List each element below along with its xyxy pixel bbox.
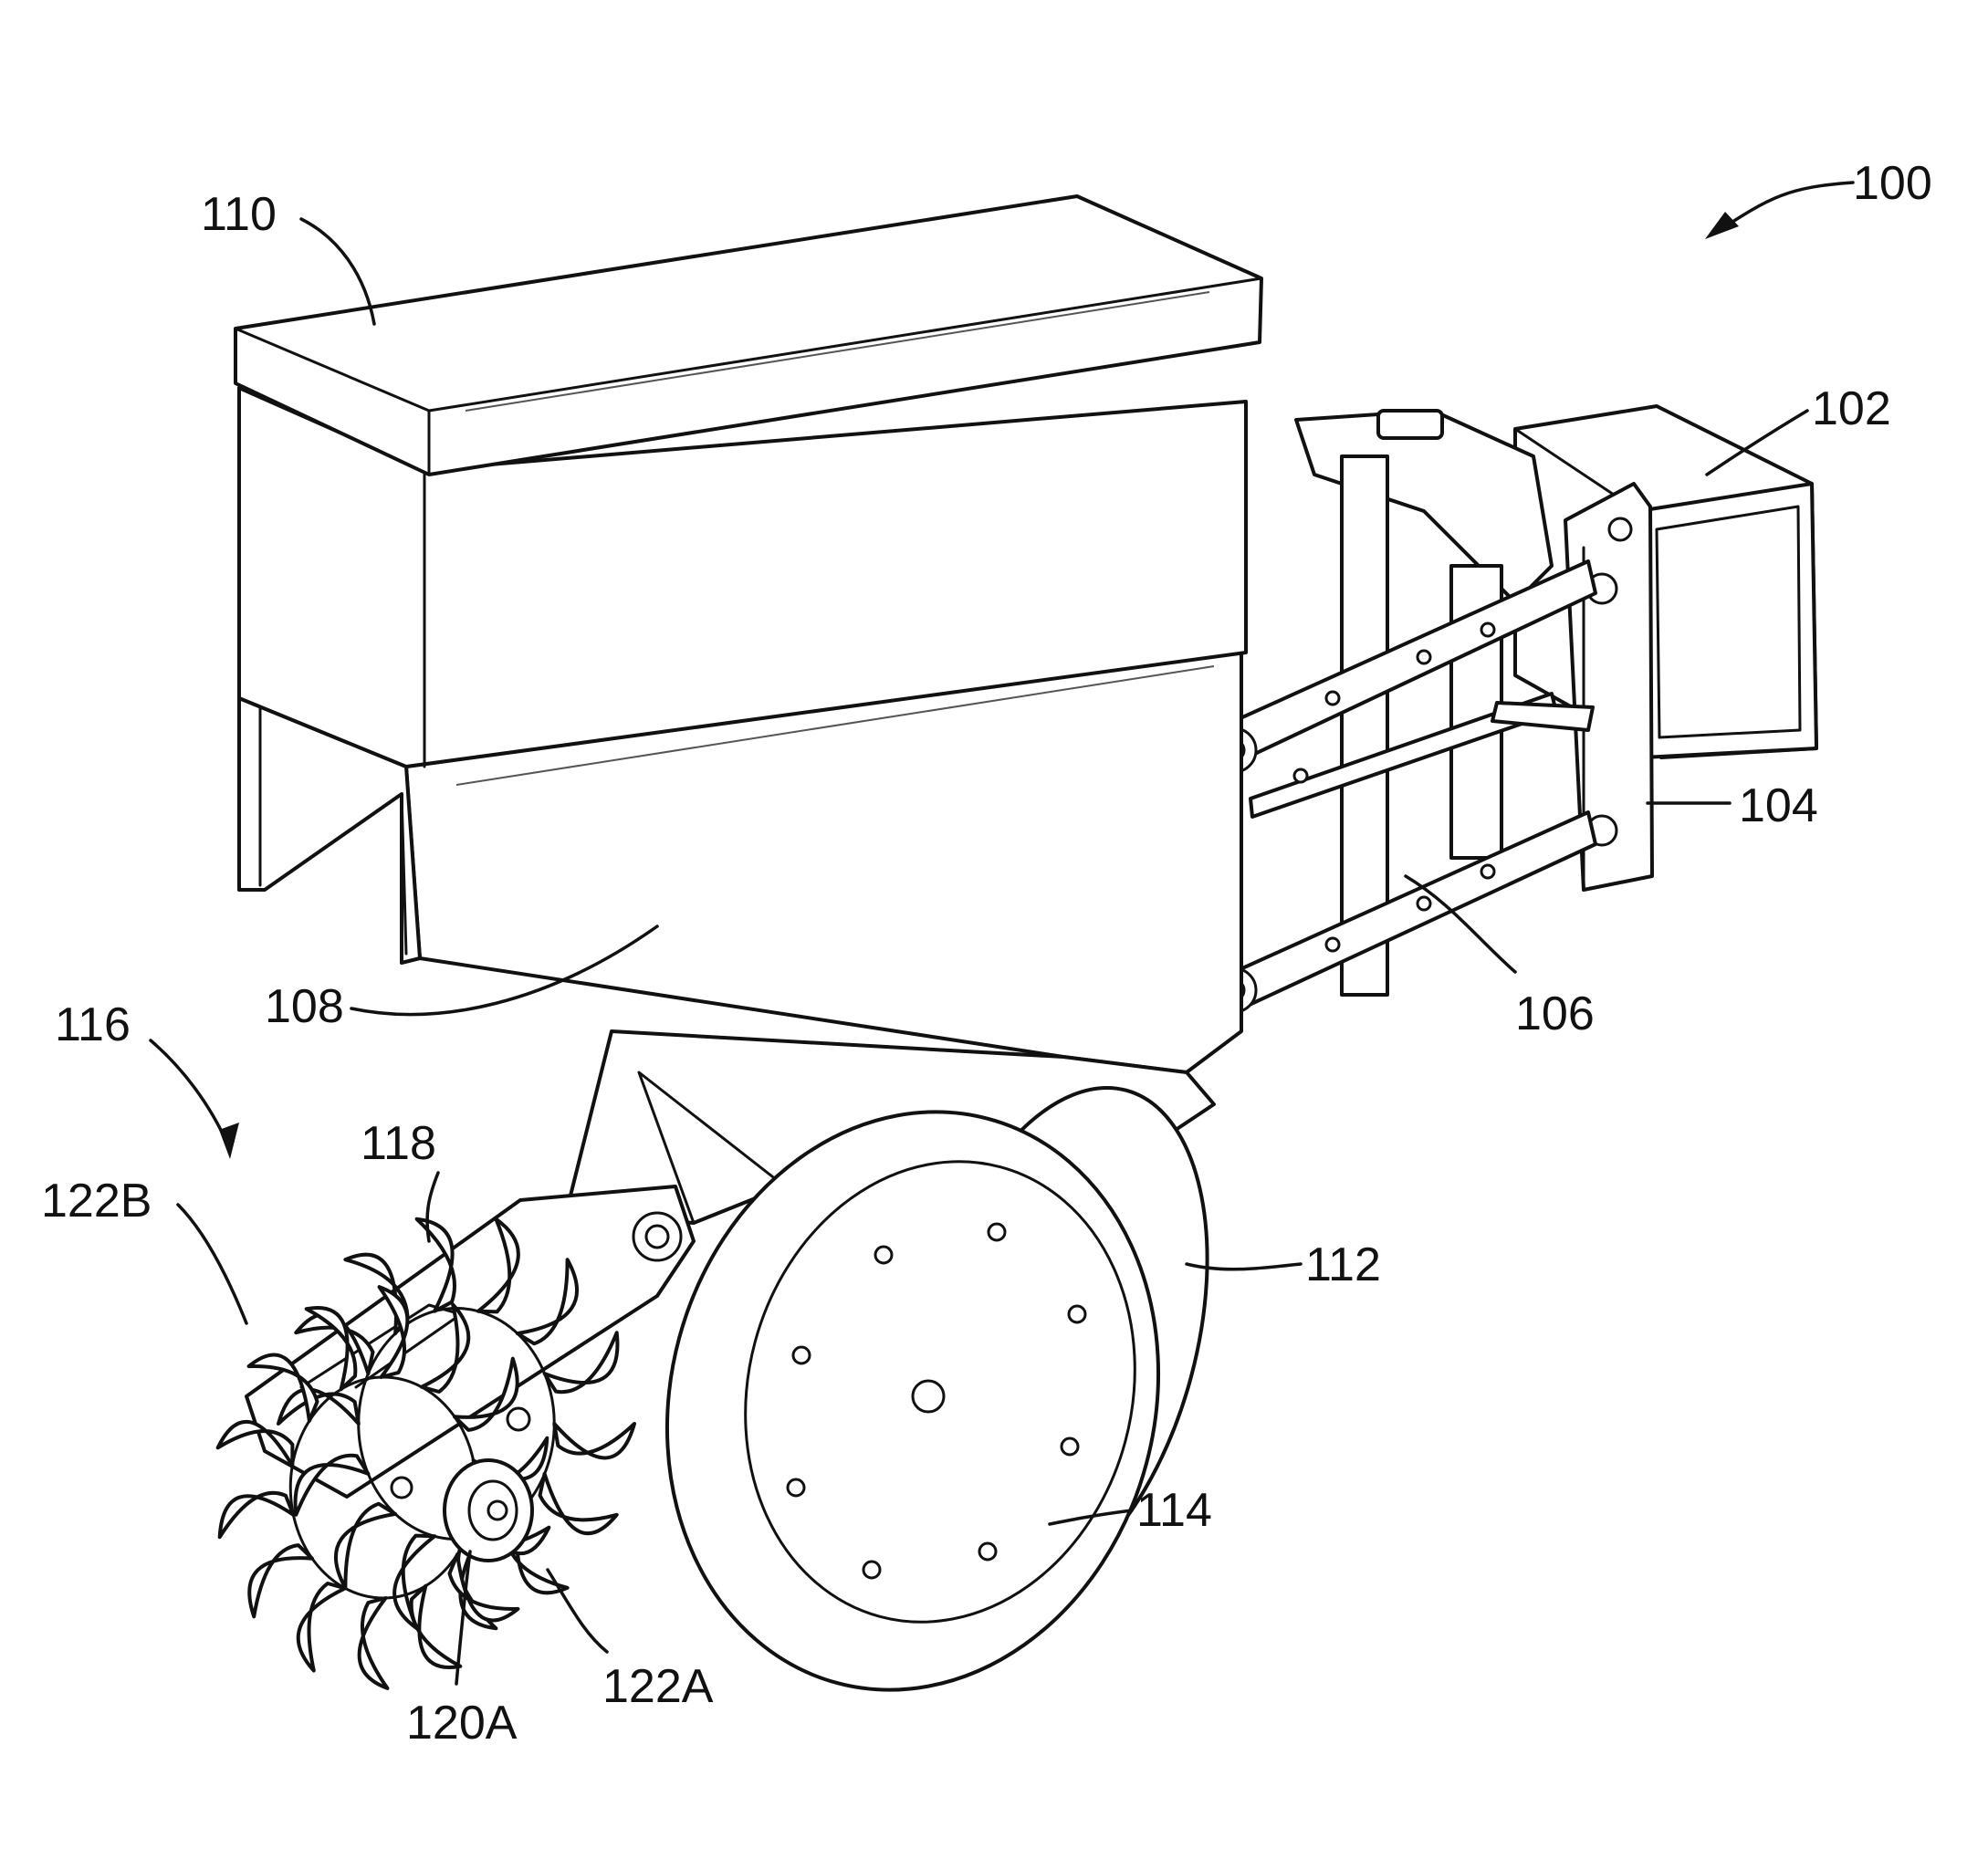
label-112: 112 xyxy=(1305,1238,1381,1291)
label-108: 108 xyxy=(265,980,344,1033)
label-104: 104 xyxy=(1739,779,1818,832)
label-116: 116 xyxy=(55,998,131,1051)
cleaner-tine xyxy=(554,1424,634,1457)
cleaner-tine xyxy=(360,1598,388,1688)
label-102: 102 xyxy=(1812,382,1891,435)
cleaner-tine xyxy=(540,1474,617,1533)
label-110: 110 xyxy=(201,188,277,241)
label-118: 118 xyxy=(361,1117,436,1170)
cleaner-tine xyxy=(336,1504,395,1588)
cleaner-tine xyxy=(412,1586,461,1667)
label-106: 106 xyxy=(1515,987,1595,1040)
label-114: 114 xyxy=(1136,1484,1212,1537)
label-122A: 122A xyxy=(602,1660,714,1713)
cleaner-tine xyxy=(298,1583,345,1671)
label-100: 100 xyxy=(1853,157,1932,210)
cleaner-tine xyxy=(220,1493,294,1537)
cleaner-tine xyxy=(450,1554,518,1620)
label-120A: 120A xyxy=(406,1697,518,1750)
label-122B: 122B xyxy=(41,1175,152,1227)
cleaner-tine xyxy=(249,1545,312,1616)
